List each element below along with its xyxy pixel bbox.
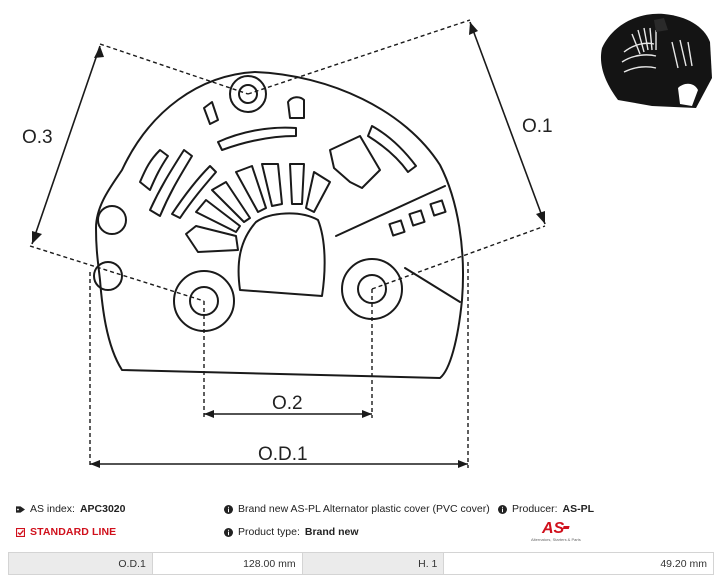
table-row: O.D.1 128.00 mm H. 1 49.20 mm	[8, 552, 714, 575]
left-hole-upper	[97, 205, 127, 235]
info-icon	[224, 504, 233, 514]
as-index-label: AS index:	[30, 503, 75, 515]
description-text: Brand new AS-PL Alternator plastic cover…	[238, 503, 490, 515]
center-dome	[237, 212, 326, 297]
tag-icon	[16, 505, 25, 514]
vent-square	[408, 209, 426, 227]
svg-text:Alternators, Starters & Parts: Alternators, Starters & Parts	[531, 537, 581, 542]
standard-line: STANDARD LINE	[16, 526, 116, 538]
as-index: AS index: APC3020	[16, 503, 125, 515]
vent-square	[429, 199, 447, 217]
producer-value: AS-PL	[562, 503, 595, 515]
spec-value-od1: 128.00 mm	[151, 552, 303, 575]
product-type-label: Product type:	[238, 526, 300, 538]
producer: Producer: AS-PL	[498, 503, 594, 515]
vent-square	[388, 219, 406, 237]
as-index-value: APC3020	[79, 503, 126, 515]
checkbox-icon	[16, 527, 25, 537]
product-type: Product type: Brand new	[224, 526, 359, 538]
info-row-1: AS index: APC3020 Brand new AS-PL Altern…	[0, 498, 722, 520]
description: Brand new AS-PL Alternator plastic cover…	[224, 503, 490, 515]
info-icon	[498, 504, 507, 514]
dim-label-o3: O.3	[22, 127, 53, 148]
producer-label: Producer:	[512, 503, 558, 515]
spec-label-h1: H. 1	[301, 552, 445, 575]
dim-label-o2: O.2	[272, 393, 303, 414]
product-type-value: Brand new	[304, 526, 359, 538]
left-hole-lower	[93, 261, 123, 291]
info-row-2: STANDARD LINE Product type: Brand new	[0, 521, 722, 543]
as-pl-logo: AS Alternators, Starters & Parts	[531, 520, 581, 542]
spec-label-od1: O.D.1	[8, 552, 153, 575]
info-icon	[224, 527, 233, 537]
cover-outline	[95, 71, 465, 379]
standard-line-text: STANDARD LINE	[30, 526, 117, 538]
technical-drawing: O.3 O.1 O.2 O.D.1	[22, 19, 553, 468]
product-thumbnail	[600, 13, 712, 108]
top-mount-hole	[229, 75, 267, 113]
spec-value-h1: 49.20 mm	[443, 552, 714, 575]
dim-label-o1: O.1	[522, 116, 553, 137]
spec-table: O.D.1 128.00 mm H. 1 49.20 mm	[8, 552, 714, 575]
dim-label-od1: O.D.1	[258, 444, 308, 465]
svg-text:AS: AS	[541, 520, 565, 537]
